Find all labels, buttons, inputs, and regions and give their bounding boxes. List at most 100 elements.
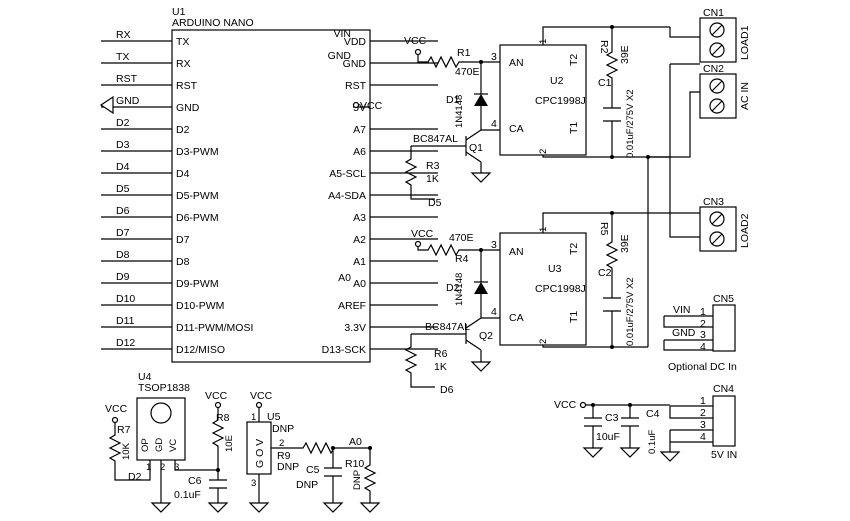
u1-left-net-label: D4 xyxy=(116,161,130,173)
u3-pin-an: AN xyxy=(509,246,524,258)
d2-value: 1N4148 xyxy=(454,273,465,306)
u5-value: DNP xyxy=(272,423,294,435)
u5-net: A0 xyxy=(349,436,362,448)
r7-value: 10K xyxy=(121,442,132,460)
u1-left-pin-label: D3-PWM xyxy=(176,146,219,158)
r2-ref: R2 xyxy=(598,40,610,54)
u1-left-net-label: D3 xyxy=(116,139,130,151)
ch2-net: D6 xyxy=(440,384,454,396)
r8-vcc-label: VCC xyxy=(205,390,228,402)
u4-ground xyxy=(150,460,172,513)
u1-arduino-nano: U1 ARDUINO NANO TXRXRXTXRSTRSTGNDGNDD2D2… xyxy=(99,6,438,363)
u1-right-pin-label: A0 xyxy=(353,278,366,290)
ch1-net: D5 xyxy=(428,197,442,209)
u1-left-pins: TXRXRXTXRSTRSTGNDGNDD2D2D3-PWMD3D4D4D5-P… xyxy=(101,29,253,356)
u5-ref: U5 xyxy=(267,411,281,423)
u1-right-pin-label: A1 xyxy=(353,256,366,268)
u2-pin-t1: T1 xyxy=(568,122,580,134)
u1-left-net-label: D9 xyxy=(116,271,130,283)
u1-ref: U1 xyxy=(172,6,186,18)
q2-transistor-legs xyxy=(465,317,482,351)
u1-left-net-label: RST xyxy=(116,73,138,85)
r1-resistor xyxy=(417,55,500,69)
u1-left-net-label: TX xyxy=(116,51,129,63)
r7-pullup xyxy=(108,423,151,481)
r9-ref: R9 xyxy=(277,450,291,462)
cn5-net-vin: VIN xyxy=(673,304,691,316)
cn1-load1-terminal: CN1 LOAD1 xyxy=(699,7,751,63)
u3-pin-4: 4 xyxy=(491,306,497,318)
r10-resistor xyxy=(359,448,381,513)
c6-plates xyxy=(209,479,227,489)
u2-pin-t2: T2 xyxy=(568,54,580,66)
u1-left-pin-label: D9-PWM xyxy=(176,278,219,290)
r5-ref: R5 xyxy=(598,222,610,236)
u3-pin-t2: T2 xyxy=(568,243,580,255)
net-vin: VIN xyxy=(333,28,351,40)
u2-part: CPC1998J xyxy=(535,95,586,107)
u1-left-pin-label: D12/MISO xyxy=(176,344,225,356)
cn2-ref: CN2 xyxy=(703,63,724,75)
c3-ref: C3 xyxy=(605,412,619,424)
svg-text:1: 1 xyxy=(251,412,256,423)
u4-vcc-label: VCC xyxy=(105,403,128,415)
u1-left-pin-label: D8 xyxy=(176,256,190,268)
ground-arrow-symbol xyxy=(99,95,114,115)
power-vcc-label: VCC xyxy=(554,399,577,411)
r7-ref: R7 xyxy=(117,424,131,436)
q2-base-wire xyxy=(404,333,466,388)
q1-transistor-legs xyxy=(465,129,482,163)
r6-value: 1K xyxy=(434,361,447,373)
u1-right-pin-label: VDD xyxy=(344,36,367,48)
svg-text:3: 3 xyxy=(251,478,256,489)
cn2-label: AC IN xyxy=(739,82,751,110)
r4-resistor xyxy=(417,243,500,257)
u3-pin-3: 3 xyxy=(491,239,497,251)
q2-ref: Q2 xyxy=(479,330,493,342)
ac-bus-wires xyxy=(648,27,700,238)
u2-pin-4: 4 xyxy=(491,118,497,130)
u1-left-pin-label: D7 xyxy=(176,234,190,246)
u1-right-pins: VDDGNDRST5VA7A6A5-SCLA4-SDAA3A2A1A0AREF3… xyxy=(322,36,438,356)
cn4-ground-symbol xyxy=(659,451,681,462)
ssr-channel-2: VCC 470E R4 D2 1N4148 AN CA 3 4 U3 CPC19… xyxy=(404,211,700,396)
power-ground-symbols xyxy=(582,447,641,458)
u2-ref: U2 xyxy=(550,75,564,87)
cn4-ref: CN4 xyxy=(713,383,734,395)
cn5-ref: CN5 xyxy=(713,293,734,305)
cn1-label: LOAD1 xyxy=(739,25,751,60)
c5-plates xyxy=(324,467,342,477)
u1-left-pin-label: D5-PWM xyxy=(176,190,219,202)
r5-c2-snubber xyxy=(605,213,619,347)
u3-pin-2: 2 xyxy=(538,339,549,344)
cn4-5v-in: CN4 1 2 3 4 5V IN xyxy=(659,383,737,462)
net-a0-u1: A0 xyxy=(338,272,351,284)
r2-c1-snubber xyxy=(605,27,619,157)
u1-right-pin-label: 3.3V xyxy=(344,322,366,334)
r4-ref: R4 xyxy=(455,253,469,265)
u1-left-net-label: D8 xyxy=(116,249,130,261)
c1-value: 0.01uF/275V X2 xyxy=(625,89,636,158)
u4-ir-receiver: U4 TSOP1838 OP GD VC 1 2 3 VCC R7 10K D2… xyxy=(105,371,235,513)
c1-ref: C1 xyxy=(598,77,612,89)
u1-left-net-label: D11 xyxy=(116,315,135,327)
r9-value: DNP xyxy=(277,461,299,473)
u5-sensor: VCC U5 DNP G O V 1 2 3 R9 DNP C5 DNP A0 … xyxy=(246,390,381,513)
d1-diode-symbol xyxy=(474,94,488,106)
c3-c4-plates xyxy=(584,417,639,427)
r2-value: 39E xyxy=(619,45,631,64)
q1-ground-symbol xyxy=(470,162,492,183)
r8-value: 10E xyxy=(224,435,235,452)
u1-left-pin-label: D2 xyxy=(176,124,190,136)
u1-right-pin-label: D13-SCK xyxy=(322,344,366,356)
c4-ref: C4 xyxy=(646,408,660,420)
u2-pin-2: 2 xyxy=(538,149,549,154)
u5-body-text: G O V xyxy=(254,439,266,468)
u1-left-net-label: GND xyxy=(116,95,140,107)
q1-ref: Q1 xyxy=(469,142,483,154)
u1-left-net-label: RX xyxy=(116,29,131,41)
u1-right-pin-label: GND xyxy=(343,58,367,70)
cn4-caption: 5V IN xyxy=(711,449,737,461)
cn1-ref: CN1 xyxy=(703,7,724,19)
u1-left-pin-label: GND xyxy=(176,102,200,114)
